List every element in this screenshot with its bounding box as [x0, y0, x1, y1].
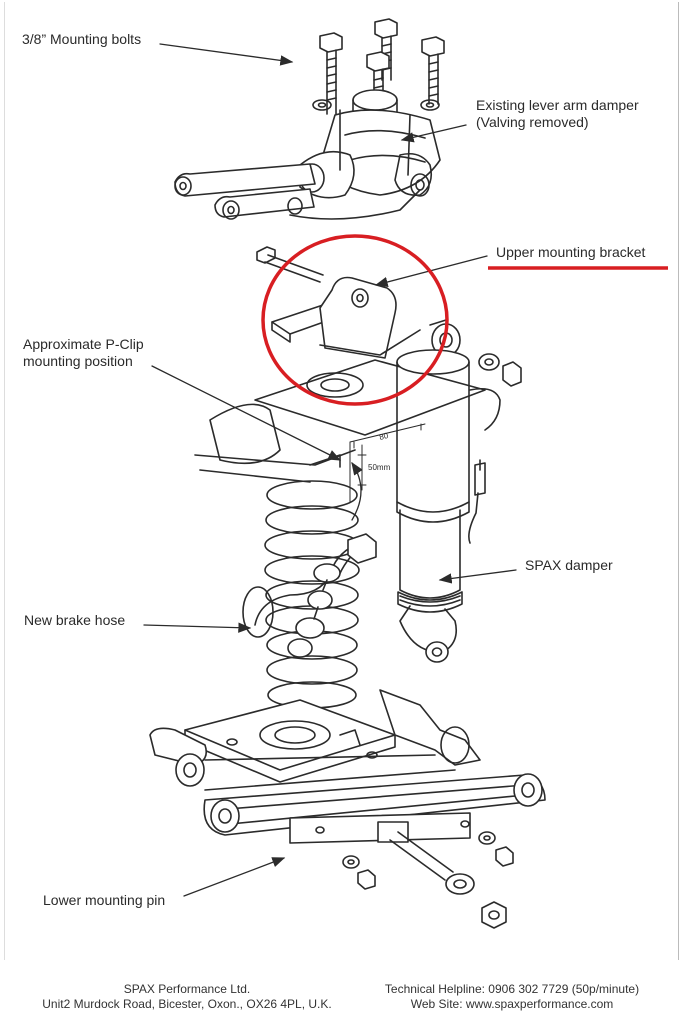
page-frame — [4, 2, 679, 960]
label-lever-arm-damper-line2: (Valving removed) — [476, 114, 589, 130]
arrow-lever-damper — [400, 124, 467, 143]
label-lower-pin: Lower mounting pin — [43, 892, 165, 909]
suspension-diagram: 80 50mm — [143, 18, 668, 929]
footer-company: SPAX Performance Ltd. Unit2 Murdock Road… — [22, 982, 352, 1012]
dimension-marks — [349, 423, 426, 503]
label-brake-hose: New brake hose — [24, 612, 125, 629]
arrow-pin — [183, 857, 286, 897]
bolt-1 — [319, 32, 343, 115]
dimension-vertical: 50mm — [368, 463, 391, 472]
footer-address: Unit2 Murdock Road, Bicester, Oxon., OX2… — [42, 997, 332, 1011]
mounting-bolts — [312, 18, 445, 129]
label-upper-bracket: Upper mounting bracket — [496, 244, 645, 261]
chassis-plate — [194, 359, 486, 483]
label-spax-damper: SPAX damper — [525, 557, 613, 574]
label-pclip: Approximate P-Clip mounting position — [23, 336, 144, 370]
label-pclip-line1: Approximate P-Clip — [23, 336, 144, 352]
label-spax-damper-text: SPAX damper — [525, 557, 613, 573]
upper-mounting-bracket — [256, 246, 421, 359]
spax-damper-drawing — [396, 319, 522, 663]
footer-helpline: Technical Helpline: 0906 302 7729 (50p/m… — [384, 982, 640, 996]
label-pclip-line2: mounting position — [23, 353, 133, 369]
bolt-2 — [374, 18, 398, 81]
lever-arm-damper — [174, 89, 441, 220]
brake-hose-drawing — [242, 533, 377, 658]
bracket-highlight — [261, 234, 668, 406]
highlight-circle — [261, 234, 449, 406]
lower-mounting-pin-drawing — [289, 812, 514, 929]
leader-arrows — [143, 43, 517, 897]
arrow-bolts — [159, 43, 294, 66]
label-lower-pin-text: Lower mounting pin — [43, 892, 166, 908]
arrow-hose — [143, 622, 252, 633]
dimension-horizontal: 80 — [378, 431, 389, 442]
arrow-pclip-curved — [351, 461, 363, 521]
footer-website: Web Site: www.spaxperformance.com — [410, 997, 614, 1011]
label-upper-bracket-text: Upper mounting bracket — [496, 244, 646, 260]
footer-contact: Technical Helpline: 0906 302 7729 (50p/m… — [362, 982, 662, 1012]
label-lever-arm-damper-line1: Existing lever arm damper — [476, 97, 639, 113]
label-mounting-bolts-text: 3/8” Mounting bolts — [22, 31, 142, 47]
bolt-4 — [421, 36, 445, 105]
label-brake-hose-text: New brake hose — [24, 612, 126, 628]
label-lever-arm-damper: Existing lever arm damper (Valving remov… — [476, 97, 639, 131]
label-mounting-bolts: 3/8” Mounting bolts — [22, 31, 141, 48]
arrow-spax — [438, 569, 517, 584]
arrow-pclip — [151, 365, 342, 461]
footer-company-name: SPAX Performance Ltd. — [123, 982, 251, 996]
spring-pan — [184, 699, 396, 783]
